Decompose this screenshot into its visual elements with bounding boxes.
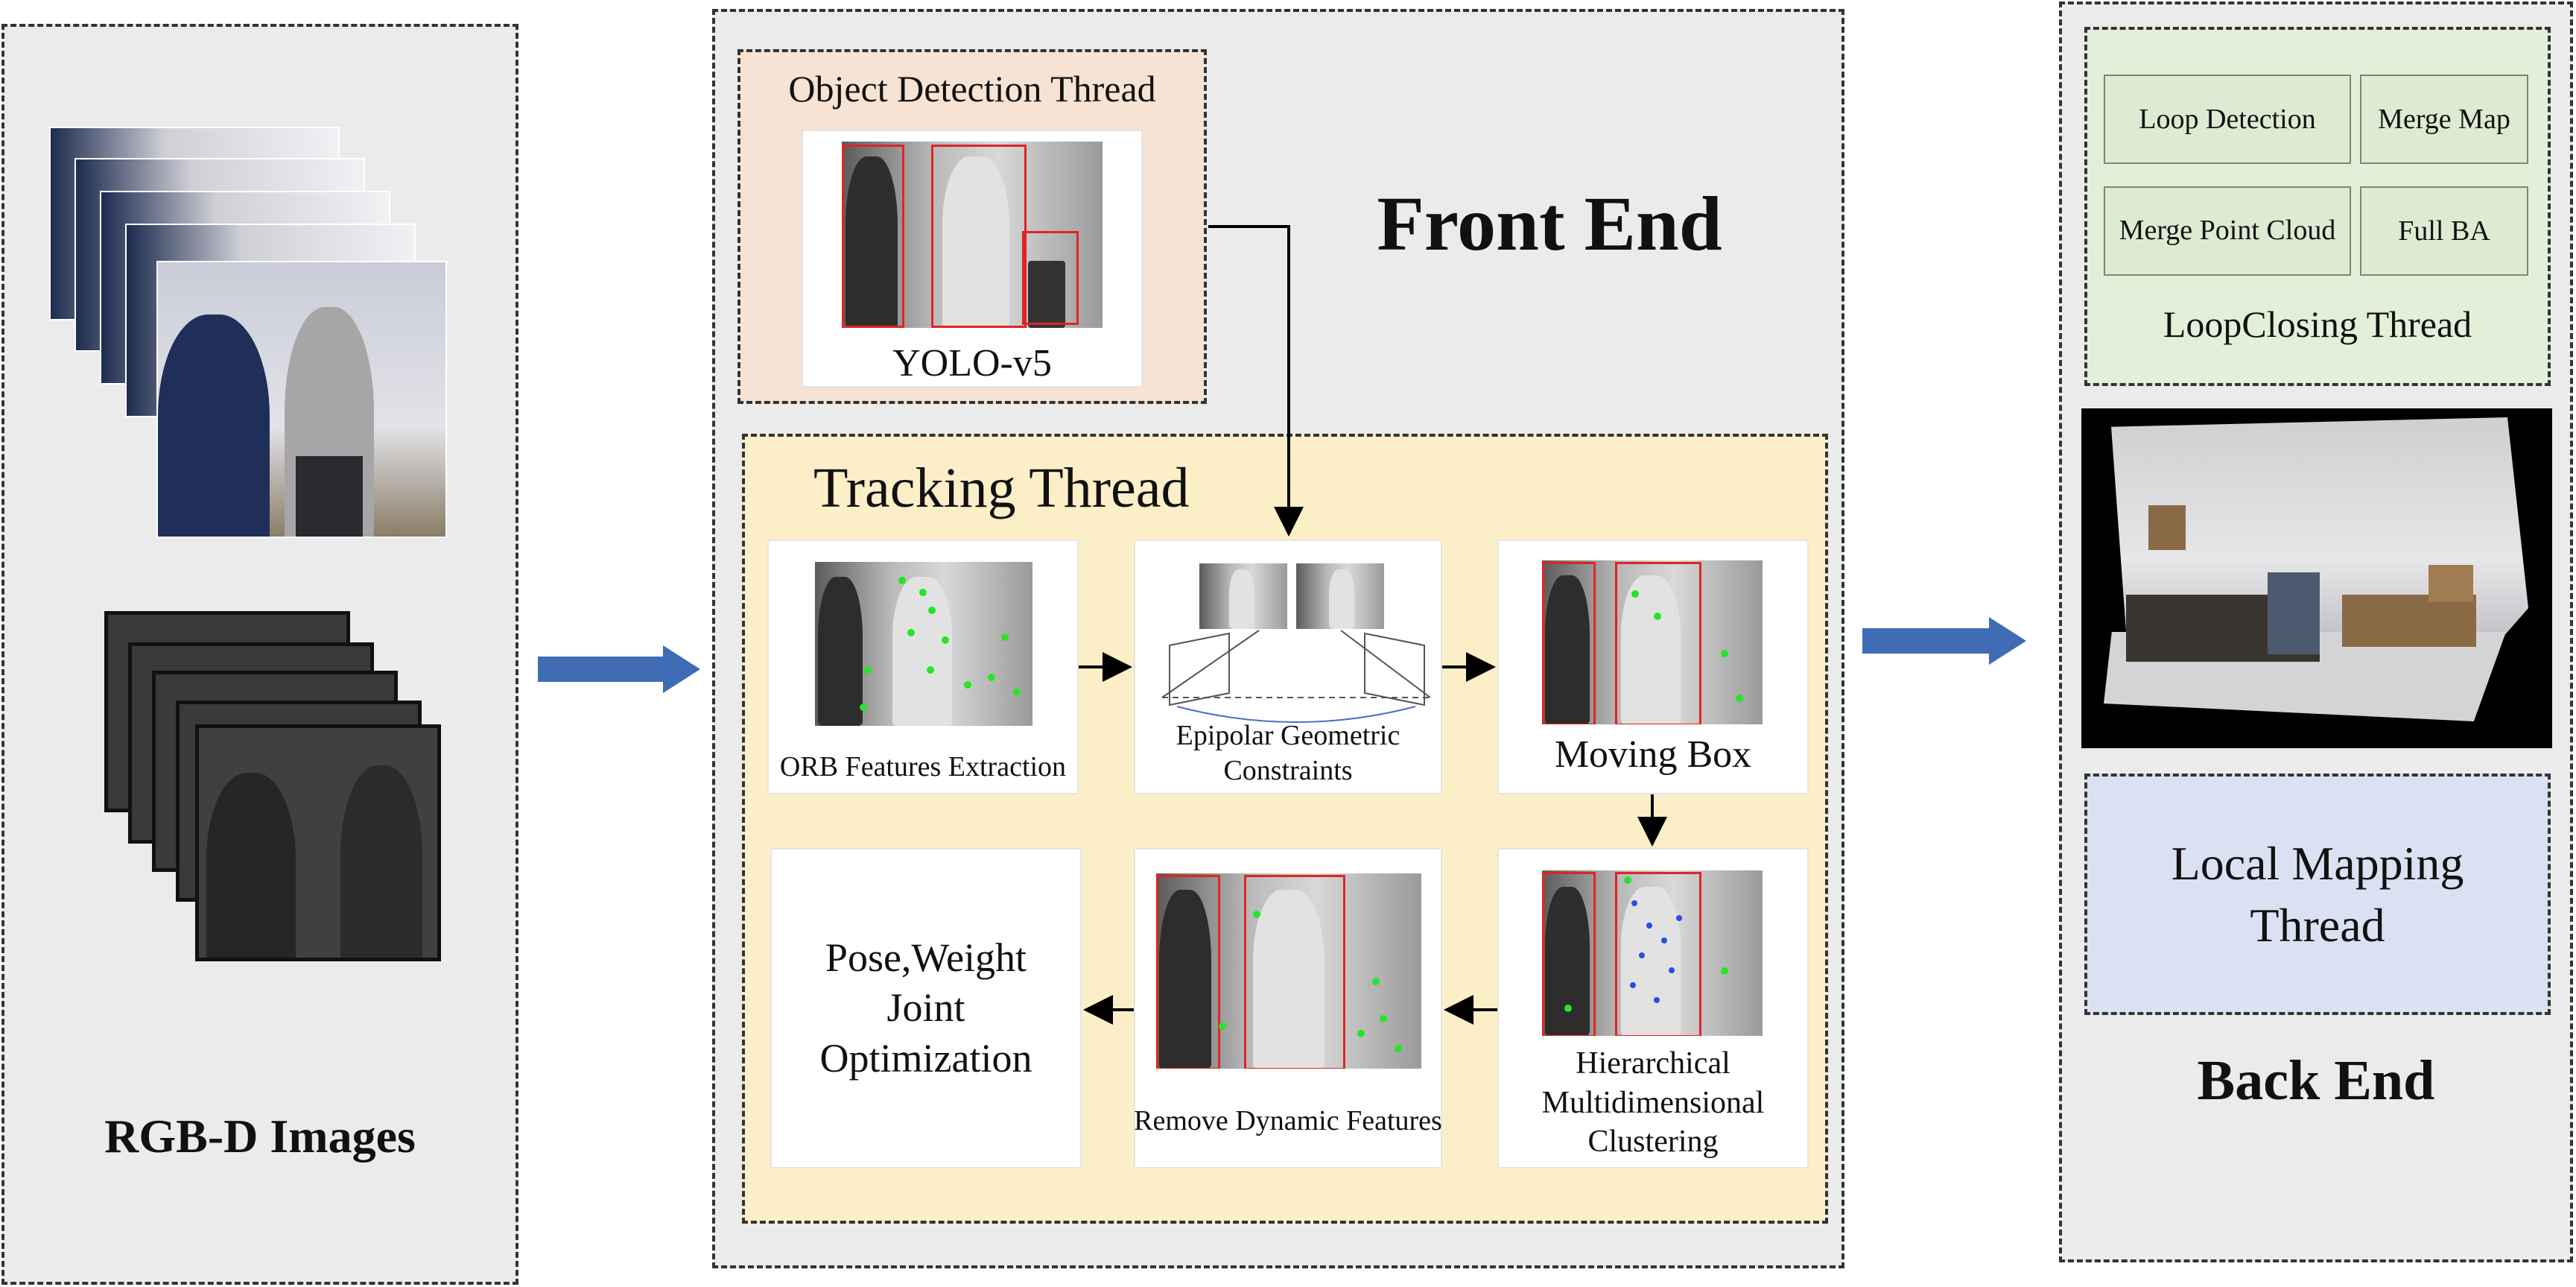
input-to-front-arrow: [538, 645, 700, 693]
epipolar-card: [1134, 540, 1442, 794]
map-box: [2148, 505, 2186, 550]
person-light-legs: [296, 456, 363, 537]
full-ba-box: Full BA: [2360, 186, 2528, 276]
orb-image: [815, 562, 1032, 726]
remove-label: Remove Dynamic Features: [1134, 1105, 1442, 1137]
pose-label: Pose,Weight Joint Optimization: [819, 935, 1032, 1081]
front-to-back-arrow: [1862, 617, 2026, 665]
local-mapping-title: Local Mapping Thread: [2171, 836, 2464, 952]
loop-detection-box: Loop Detection: [2104, 75, 2351, 164]
clustering-image: [1542, 870, 1763, 1036]
loop-closing-title: LoopClosing Thread: [2163, 303, 2472, 345]
tracking-title: Tracking Thread: [813, 457, 1190, 519]
orb-label: ORB Features Extraction: [779, 751, 1067, 782]
depth-person: [340, 765, 422, 958]
bbox: [842, 145, 904, 328]
yolo-label: YOLO-v5: [892, 341, 1052, 385]
input-title: RGB-D Images: [104, 1110, 416, 1163]
person-dark: [158, 314, 270, 537]
epipolar-sketch: [1161, 630, 1431, 723]
front-end-title: Front End: [1377, 180, 1722, 267]
epipolar-label: Epipolar Geometric Constraints: [1176, 719, 1400, 787]
epipolar-frame-1: [1199, 563, 1287, 629]
detection-image: [842, 142, 1103, 328]
moving-box-image: [1542, 560, 1763, 724]
back-end-title: Back End: [2197, 1049, 2435, 1112]
remove-image: [1156, 873, 1421, 1069]
bbox: [1022, 231, 1079, 325]
depth-person: [206, 773, 296, 958]
map-desk: [2342, 595, 2476, 647]
bbox: [931, 145, 1027, 328]
rgb-frame-front: [156, 261, 447, 538]
clustering-label: Hierarchical Multidimensional Clustering: [1541, 1046, 1765, 1160]
pose-card: Pose,Weight Joint Optimization: [770, 848, 1082, 1169]
merge-point-cloud-box: Merge Point Cloud: [2104, 186, 2351, 276]
detection-to-epipolar-arrow: [1208, 225, 1304, 537]
depth-frame-front: [195, 724, 441, 961]
map-chair: [2268, 572, 2320, 654]
merge-map-box: Merge Map: [2360, 75, 2528, 164]
object-detection-title: Object Detection Thread: [788, 68, 1156, 110]
moving-box-label: Moving Box: [1554, 733, 1752, 776]
map-box: [2429, 565, 2473, 602]
local-mapping-thread: Local Mapping Thread: [2084, 774, 2551, 1015]
point-cloud-map: [2081, 408, 2552, 748]
epipolar-frame-2: [1296, 563, 1384, 629]
